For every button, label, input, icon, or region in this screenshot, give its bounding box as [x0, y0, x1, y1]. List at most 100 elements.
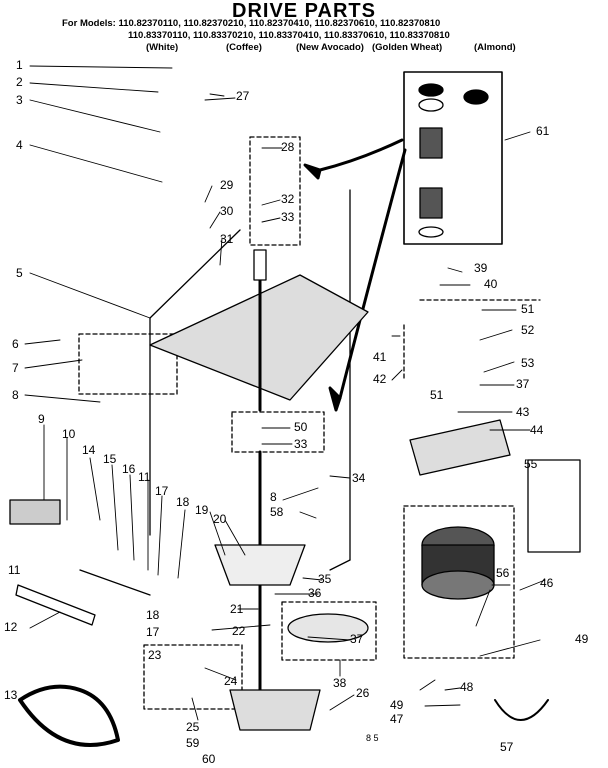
pulley-group-box-37: [281, 601, 377, 661]
callout-29: 29: [220, 178, 234, 192]
callout-49a: 49: [575, 632, 589, 646]
callout-11b: 11: [138, 470, 151, 484]
callout-18b: 18: [146, 608, 160, 622]
callout-26: 26: [356, 686, 370, 700]
group-box-23: [143, 644, 243, 710]
callout-20: 20: [213, 512, 227, 526]
callout-48: 48: [460, 680, 474, 694]
callout-2: 2: [16, 75, 23, 89]
callout-37a: 37: [350, 632, 364, 646]
model-number: 110.82370810: [380, 18, 441, 29]
callout-16: 16: [122, 462, 136, 476]
seal-kit-61: [403, 71, 503, 245]
callout-56: 56: [496, 566, 510, 580]
callout-7: 7: [12, 361, 19, 375]
model-number: 110.83370110,: [128, 30, 191, 41]
spin-tube-stack: [214, 450, 321, 731]
callout-44: 44: [530, 423, 544, 437]
callout-12: 12: [4, 620, 18, 634]
callout-57: 57: [500, 740, 514, 754]
callout-19: 19: [195, 503, 209, 517]
callout-60: 60: [202, 752, 216, 766]
callout-55: 55: [524, 457, 538, 471]
callout-58: 58: [270, 505, 284, 519]
color-label: (Almond): [474, 42, 516, 53]
callout-35: 35: [318, 572, 332, 586]
color-label: (White): [146, 42, 179, 53]
callout-61: 61: [536, 124, 550, 138]
callout-46: 46: [540, 576, 554, 590]
callout-53: 53: [521, 356, 535, 370]
callout-14: 14: [82, 443, 96, 457]
callout-22: 22: [232, 624, 246, 638]
callout-59: 59: [186, 736, 200, 750]
models-row-2: 110.83370110, 110.83370210, 110.83370410…: [128, 30, 450, 41]
drive-pulley-37: [287, 613, 369, 643]
color-label: (Coffee): [226, 42, 262, 53]
callout-41: 41: [373, 350, 387, 364]
callout-23: 23: [148, 648, 162, 662]
model-number: 110.83370810: [389, 30, 450, 41]
diagram-title: DRIVE PARTS: [232, 0, 376, 22]
callout-8b: 8: [270, 490, 277, 504]
drive-belt-13: [18, 684, 120, 747]
callout-9: 9: [38, 412, 45, 426]
callout-28: 28: [281, 140, 295, 154]
callout-3: 3: [16, 93, 23, 107]
callout-17b: 17: [146, 625, 160, 639]
callout-51a: 51: [521, 302, 535, 316]
color-label: (New Avocado): [296, 42, 364, 53]
callout-18a: 18: [176, 495, 190, 509]
callout-8: 8: [12, 388, 19, 402]
dashed-group-boxes: [78, 136, 541, 710]
model-number: 110.83370210,: [193, 30, 256, 41]
callout-1: 1: [16, 58, 23, 72]
callout-4: 4: [16, 138, 23, 152]
callout-37b: 37: [516, 377, 530, 391]
callout-51b: 51: [430, 388, 444, 402]
cover-55: [527, 459, 581, 553]
models-row-1: For Models: 110.82370110, 110.82370210, …: [62, 18, 440, 29]
callout-21: 21: [230, 602, 244, 616]
drive-plate-5: [149, 249, 369, 412]
model-number: 110.82370210,: [183, 18, 247, 29]
callout-36: 36: [308, 586, 322, 600]
link-11: [79, 569, 151, 596]
callout-5: 5: [16, 266, 23, 280]
transmission-frame-outline: [149, 189, 351, 571]
bearing-group-box-50: [231, 411, 325, 453]
callout-31: 31: [220, 232, 234, 246]
callout-39: 39: [474, 261, 488, 275]
callout-33a: 33: [281, 210, 295, 224]
callout-50: 50: [294, 420, 308, 434]
models-prefix: For Models:: [62, 18, 116, 29]
callout-17a: 17: [155, 484, 169, 498]
callout-6: 6: [12, 337, 19, 351]
callout-10: 10: [62, 427, 76, 441]
motor-mount-44: [409, 419, 511, 476]
group-lines-41: [403, 299, 541, 381]
callout-33b: 33: [294, 437, 308, 451]
model-number: 110.82370610,: [314, 18, 378, 29]
model-number: 110.83370410,: [258, 30, 322, 41]
harness-57: [494, 699, 549, 721]
callout-25: 25: [186, 720, 200, 734]
callout-52: 52: [521, 323, 535, 337]
callout-13: 13: [4, 688, 18, 702]
seal-group-box-28: [249, 136, 301, 246]
color-label: (Golden Wheat): [372, 42, 443, 53]
model-number: 110.83370610,: [324, 30, 387, 41]
callout-34: 34: [352, 471, 366, 485]
lever-12: [15, 584, 96, 626]
model-number: 110.82370410,: [249, 18, 312, 29]
callout-32: 32: [281, 192, 295, 206]
footer-code: 8 5: [366, 733, 379, 743]
bracket-group-box-7: [78, 333, 178, 395]
model-number: 110.82370110,: [118, 18, 181, 29]
kit-pointer-arrows: [303, 138, 407, 412]
callout-38: 38: [333, 676, 347, 690]
callout-30: 30: [220, 204, 234, 218]
callout-11a: 11: [8, 563, 21, 577]
callout-40: 40: [484, 277, 498, 291]
callout-43: 43: [516, 405, 530, 419]
